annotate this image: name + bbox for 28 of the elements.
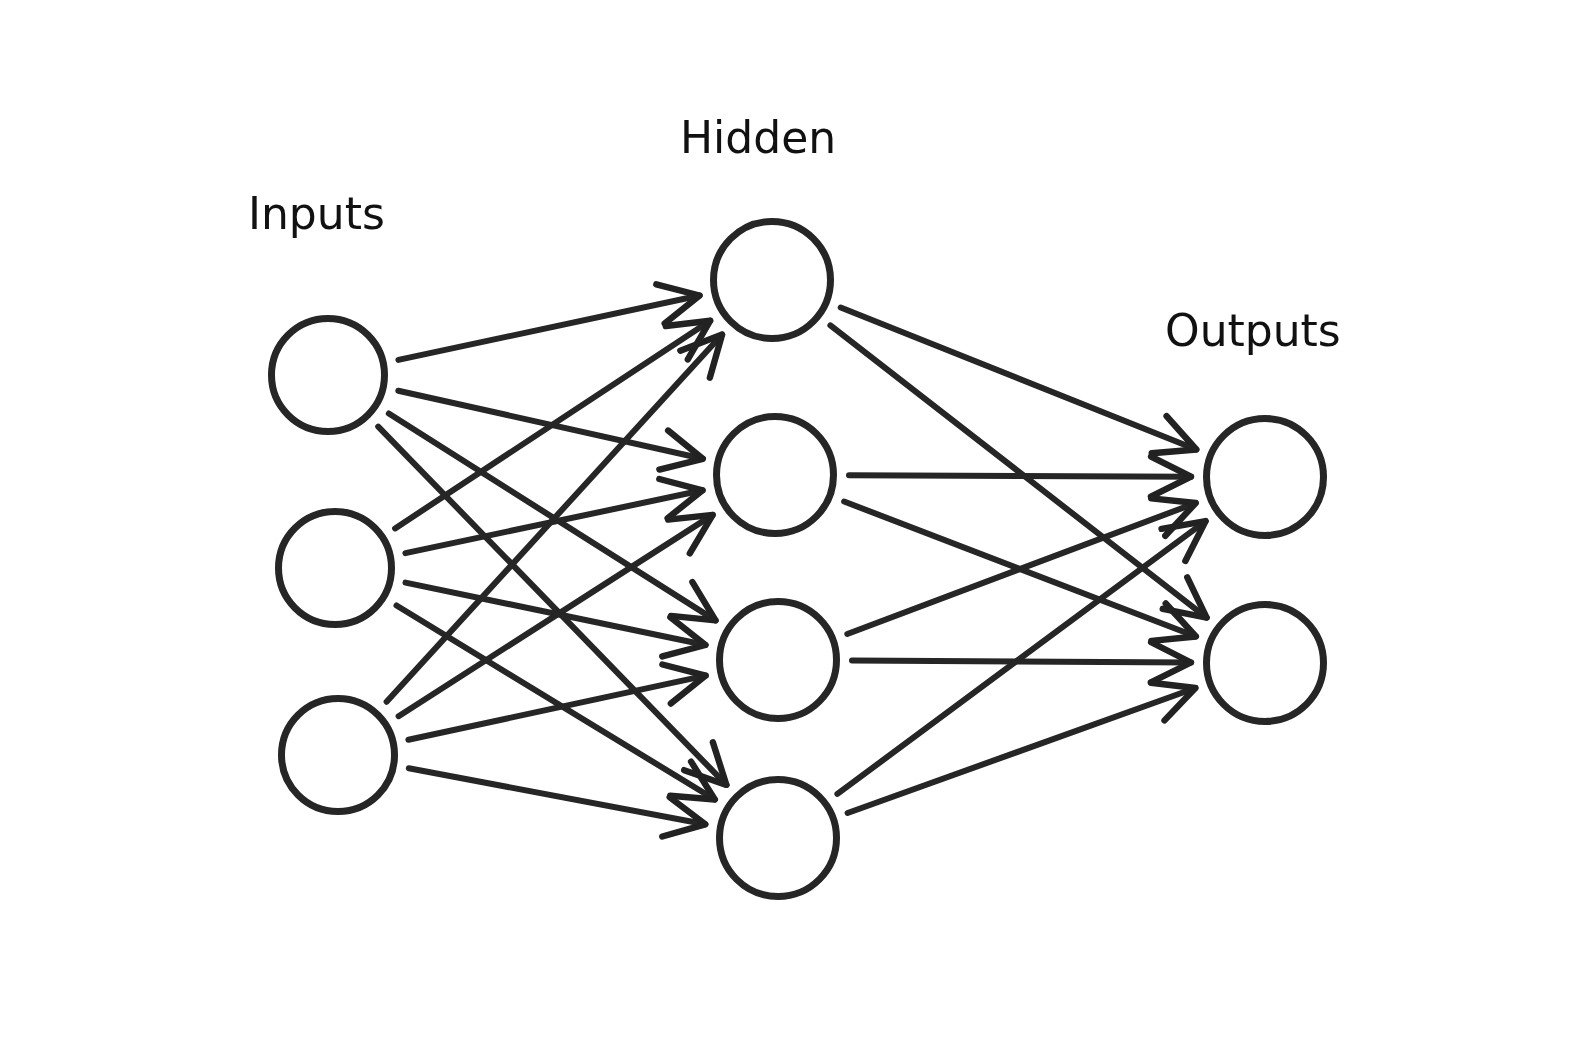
neuron-circle: [275, 508, 395, 628]
neuron-circle: [713, 413, 837, 537]
arrow: [402, 579, 709, 660]
arrow: [405, 661, 709, 743]
arrow: [844, 679, 1199, 816]
arrow: [383, 331, 726, 705]
layer-label: Outputs: [1165, 305, 1341, 356]
arrow: [395, 387, 706, 473]
layer-label: Inputs: [248, 188, 385, 239]
neuron-circle: [1203, 601, 1327, 725]
neuron-circle: [716, 598, 840, 722]
layer-label: Hidden: [680, 112, 837, 163]
arrow: [392, 317, 714, 532]
neuron-circle: [268, 315, 388, 435]
arrow: [393, 602, 718, 803]
arrow: [375, 423, 730, 789]
neuron-circle: [716, 776, 840, 900]
neuron-circle: [1203, 415, 1327, 539]
arrow: [837, 304, 1200, 457]
arrow: [385, 410, 719, 624]
neuron-circle: [278, 695, 398, 815]
arrow: [834, 517, 1209, 797]
arrow: [395, 511, 716, 720]
neuron-circle: [710, 218, 834, 342]
arrow: [402, 475, 706, 557]
arrow: [827, 322, 1210, 621]
arrow: [395, 281, 703, 363]
arrow: [405, 765, 709, 840]
